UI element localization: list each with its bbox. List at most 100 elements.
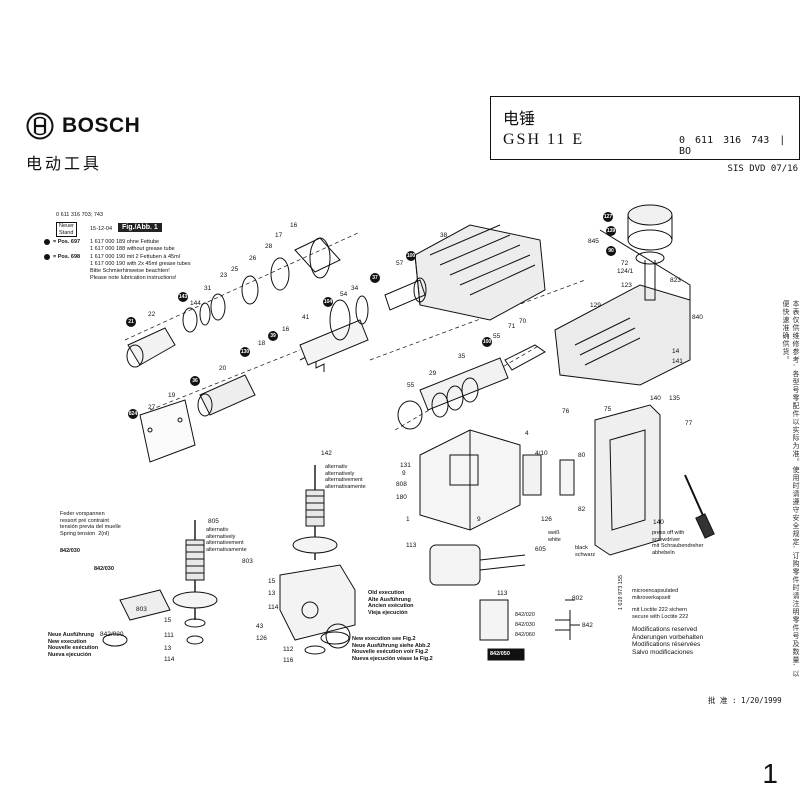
lube-icon	[44, 239, 50, 245]
loctite-note: mit Loctite 222 sichern secure with Loct…	[632, 607, 689, 620]
part-label: 29	[429, 370, 437, 377]
title-code: 0 611 316 743 | BO	[679, 135, 786, 157]
lube-note-de: Bitte Schmierhinweise beachten!	[90, 268, 170, 274]
part-bubble: 139	[606, 226, 616, 236]
title-model: GSH 11 E	[503, 131, 585, 148]
part-label: 805	[208, 518, 219, 525]
part-label: 76	[562, 408, 570, 415]
part-bubble: 104	[323, 297, 333, 307]
modifications-note: Modifications reserved Änderungen vorbeh…	[632, 626, 704, 656]
part-label: 803	[242, 558, 253, 565]
part-label: 54	[340, 291, 348, 298]
part-label: 113	[406, 542, 417, 549]
alt-note: alternativ alternatively alternativement…	[206, 527, 247, 553]
brand-name: BOSCH	[62, 114, 141, 137]
part-label: 808	[396, 481, 407, 488]
part-label: 26	[249, 255, 257, 262]
lube-icon	[44, 254, 50, 260]
part-label: 28	[265, 243, 273, 250]
pos697: = Pos. 697	[53, 239, 81, 245]
part-bubble: 130	[240, 347, 250, 357]
part-label: 19	[168, 392, 176, 399]
bosch-armature-icon	[26, 112, 54, 140]
part-label: 131	[400, 462, 411, 469]
part-label: 113	[497, 590, 508, 597]
part-label: 55	[493, 333, 501, 340]
page-number: 1	[762, 758, 778, 789]
part-label: 140	[653, 519, 664, 526]
code-row-3: 842/060	[515, 632, 535, 638]
part-label: 82	[578, 506, 586, 513]
part-label: 126	[256, 635, 267, 642]
part-bubble: 824	[128, 409, 138, 419]
part-label: 70	[519, 318, 527, 325]
part-label: 20	[219, 365, 227, 372]
part-label: 840	[692, 314, 703, 321]
part-label: 4	[525, 430, 529, 437]
fig-badge: Fig./Abb. 1	[118, 223, 162, 232]
press-off-note: press off with screwdriver mit Schrauben…	[652, 530, 704, 556]
part-label: 55	[407, 382, 415, 389]
part-label: 1	[406, 516, 410, 523]
code-row-2: 842/030	[515, 622, 535, 628]
part-label: 842/020	[100, 631, 124, 638]
microencap-note: microencapsulated mikroverkapselt	[632, 588, 679, 601]
part-label: 845	[588, 238, 599, 245]
part-bubble: 90	[606, 246, 616, 256]
code-row-1: 842/020	[515, 612, 535, 618]
part-label: 140	[650, 395, 661, 402]
part-label: 18	[258, 340, 266, 347]
part-label: 4/10	[535, 450, 548, 457]
part-label: 25	[231, 266, 239, 273]
part-label: 15	[164, 617, 172, 624]
old-execution-note: Old execution Alte Ausführung Ancien exé…	[368, 590, 414, 616]
part-bubble: 37	[370, 273, 380, 283]
part-label: 114	[164, 656, 175, 663]
pos698: = Pos. 698	[53, 254, 81, 260]
part-label: 17	[275, 232, 283, 239]
part-label: 842	[582, 622, 593, 629]
part-label: 141	[672, 358, 683, 365]
pos697-a: 1 617 000 189 ohne Fettube	[90, 239, 160, 245]
part-label: 41	[302, 314, 310, 321]
part-label: 35	[458, 353, 466, 360]
black-wire-note: black schwarz	[575, 545, 596, 558]
stand-date: 15-12-04	[90, 226, 113, 232]
sis-dvd: SIS DVD 07/16	[727, 164, 798, 174]
new-execution-see-fig2: New execution see Fig.2 Neue Ausführung …	[352, 636, 433, 662]
serial-number: 1 619 973 155	[618, 575, 624, 611]
part-label: 180	[396, 494, 407, 501]
part-bubble: 21	[126, 317, 136, 327]
part-label: 43	[256, 623, 264, 630]
header-model-line: 0 611 316 703; 743	[56, 212, 103, 218]
alt-note: alternativ alternatively alternativement…	[325, 464, 366, 490]
part-label: 13	[268, 590, 276, 597]
part-label: 126	[541, 516, 552, 523]
part-label: 605	[535, 546, 546, 553]
part-label: 31	[204, 285, 212, 292]
part-label: 802	[572, 595, 583, 602]
part-label: 13	[164, 645, 172, 652]
pos698-a: 1 617 000 190 mit 2 Fettuben à 45ml	[90, 254, 180, 260]
code-842-050: 842/050	[490, 651, 510, 657]
vertical-side-note: 本表仅供维修参考, 各型号零配件以实际为准。使用时请遵守安全规定, 订购零件时请…	[782, 300, 799, 678]
part-label: 111	[164, 632, 174, 639]
lube-note-en: Please note lubrication instructions!	[90, 275, 177, 281]
part-label: 144	[190, 300, 201, 307]
white-wire-note: weiß white	[548, 530, 561, 543]
part-label: 80	[578, 452, 586, 459]
part-label: 9	[402, 470, 406, 477]
part-label: 124/1	[617, 268, 634, 275]
part-label: 823	[670, 277, 681, 284]
part-label: 72	[621, 260, 629, 267]
part-label: 14	[672, 348, 680, 355]
part-bubble: 100	[482, 337, 492, 347]
pos698-b: 1 617 000 190 with 2x 45ml grease tubes	[90, 261, 191, 267]
part-label: 116	[283, 657, 294, 664]
code-842-030-b: 842/030	[94, 566, 114, 572]
legend-right: microencapsulated mikroverkapselt mit Lo…	[632, 588, 742, 656]
part-bubble: 143	[178, 292, 188, 302]
part-label: 9	[477, 516, 481, 523]
part-label: 75	[604, 406, 612, 413]
